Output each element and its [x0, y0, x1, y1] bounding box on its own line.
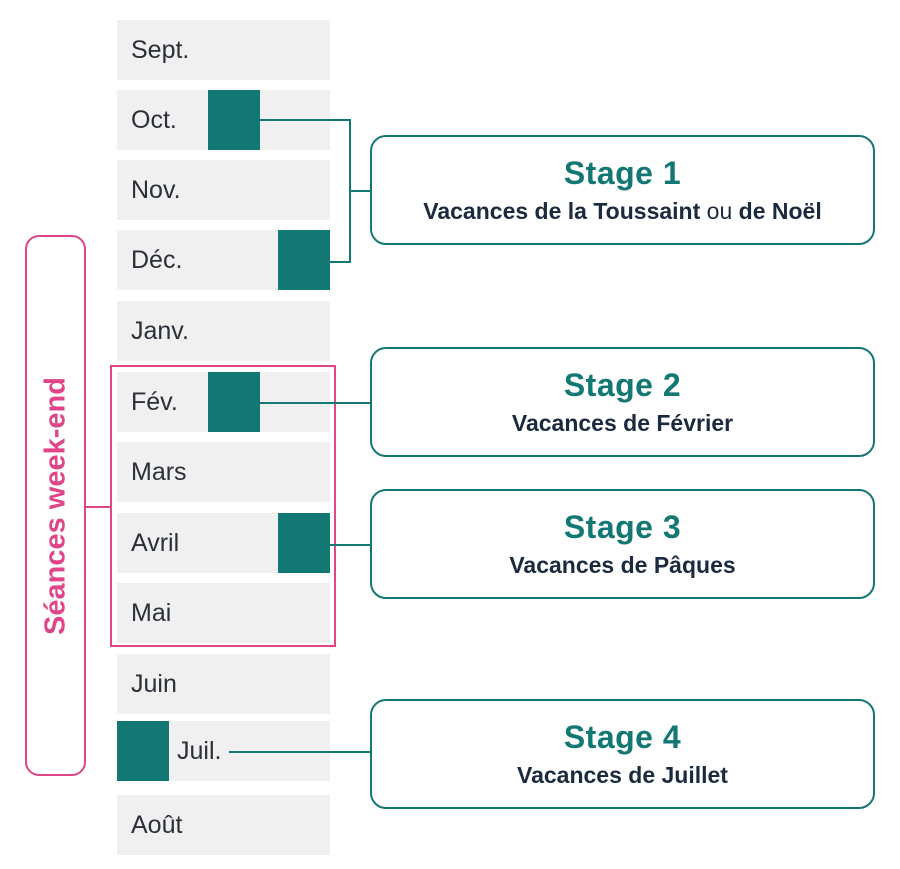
month-row-janv: Janv. [117, 301, 330, 361]
stage-1-title: Stage 1 [563, 155, 682, 191]
stage-4-card: Stage 4 Vacances de Juillet [370, 699, 875, 809]
stage-2-subtitle: Vacances de Février [511, 410, 734, 436]
stage-3-subtitle: Vacances de Pâques [509, 552, 736, 578]
stage-block-oct [208, 90, 260, 150]
stage-3-card: Stage 3 Vacances de Pâques [370, 489, 875, 599]
stage-1-subtitle-part1: Vacances de la Toussaint [423, 198, 701, 224]
month-row-mars: Mars [117, 442, 330, 502]
stage-3-title: Stage 3 [563, 509, 682, 545]
month-row-nov: Nov. [117, 160, 330, 220]
stage-1-subtitle: Vacances de la Toussaint ou de Noël [372, 197, 873, 225]
stage-1-subtitle-part2: de Noël [738, 198, 822, 224]
stage-block-dec [278, 230, 330, 290]
month-row-sept: Sept. [117, 20, 330, 80]
stage-2-title: Stage 2 [563, 367, 682, 403]
stage-4-title: Stage 4 [563, 719, 682, 755]
weekend-sessions-pill [25, 235, 86, 776]
month-row-mai: Mai [117, 583, 330, 643]
stage-2-card: Stage 2 Vacances de Février [370, 347, 875, 457]
weekend-sessions-label: Séances week-end [39, 377, 72, 635]
stage-block-fev [208, 372, 260, 432]
month-row-juin: Juin [117, 654, 330, 714]
stage-block-avril [278, 513, 330, 573]
stage-4-subtitle: Vacances de Juillet [517, 762, 728, 788]
stage-block-juil [117, 721, 169, 781]
stage-1-card: Stage 1 Vacances de la Toussaint ou de N… [370, 135, 875, 245]
weekend-range-frame [110, 365, 336, 647]
stage-1-subtitle-connector: ou [706, 198, 733, 224]
month-row-aout: Août [117, 795, 330, 855]
